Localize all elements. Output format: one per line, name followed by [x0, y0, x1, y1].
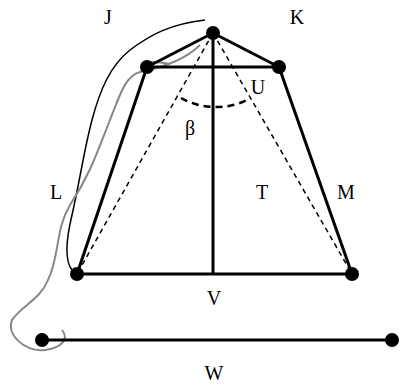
- point-label: W: [205, 363, 224, 383]
- angle-arc: [181, 98, 251, 107]
- point-label: T: [256, 182, 268, 202]
- point-label: U: [251, 77, 265, 97]
- point-label: L: [50, 182, 62, 202]
- point-label: J: [104, 7, 112, 27]
- point-label: V: [207, 288, 221, 308]
- outline-curve: [11, 45, 200, 350]
- frame-lines: [42, 33, 392, 340]
- point-label: β: [185, 118, 195, 138]
- dashed-line: [213, 33, 352, 274]
- point-label: K: [290, 7, 304, 27]
- joint-dots: [35, 26, 399, 347]
- dashed-line: [77, 33, 213, 274]
- point-label: M: [337, 182, 355, 202]
